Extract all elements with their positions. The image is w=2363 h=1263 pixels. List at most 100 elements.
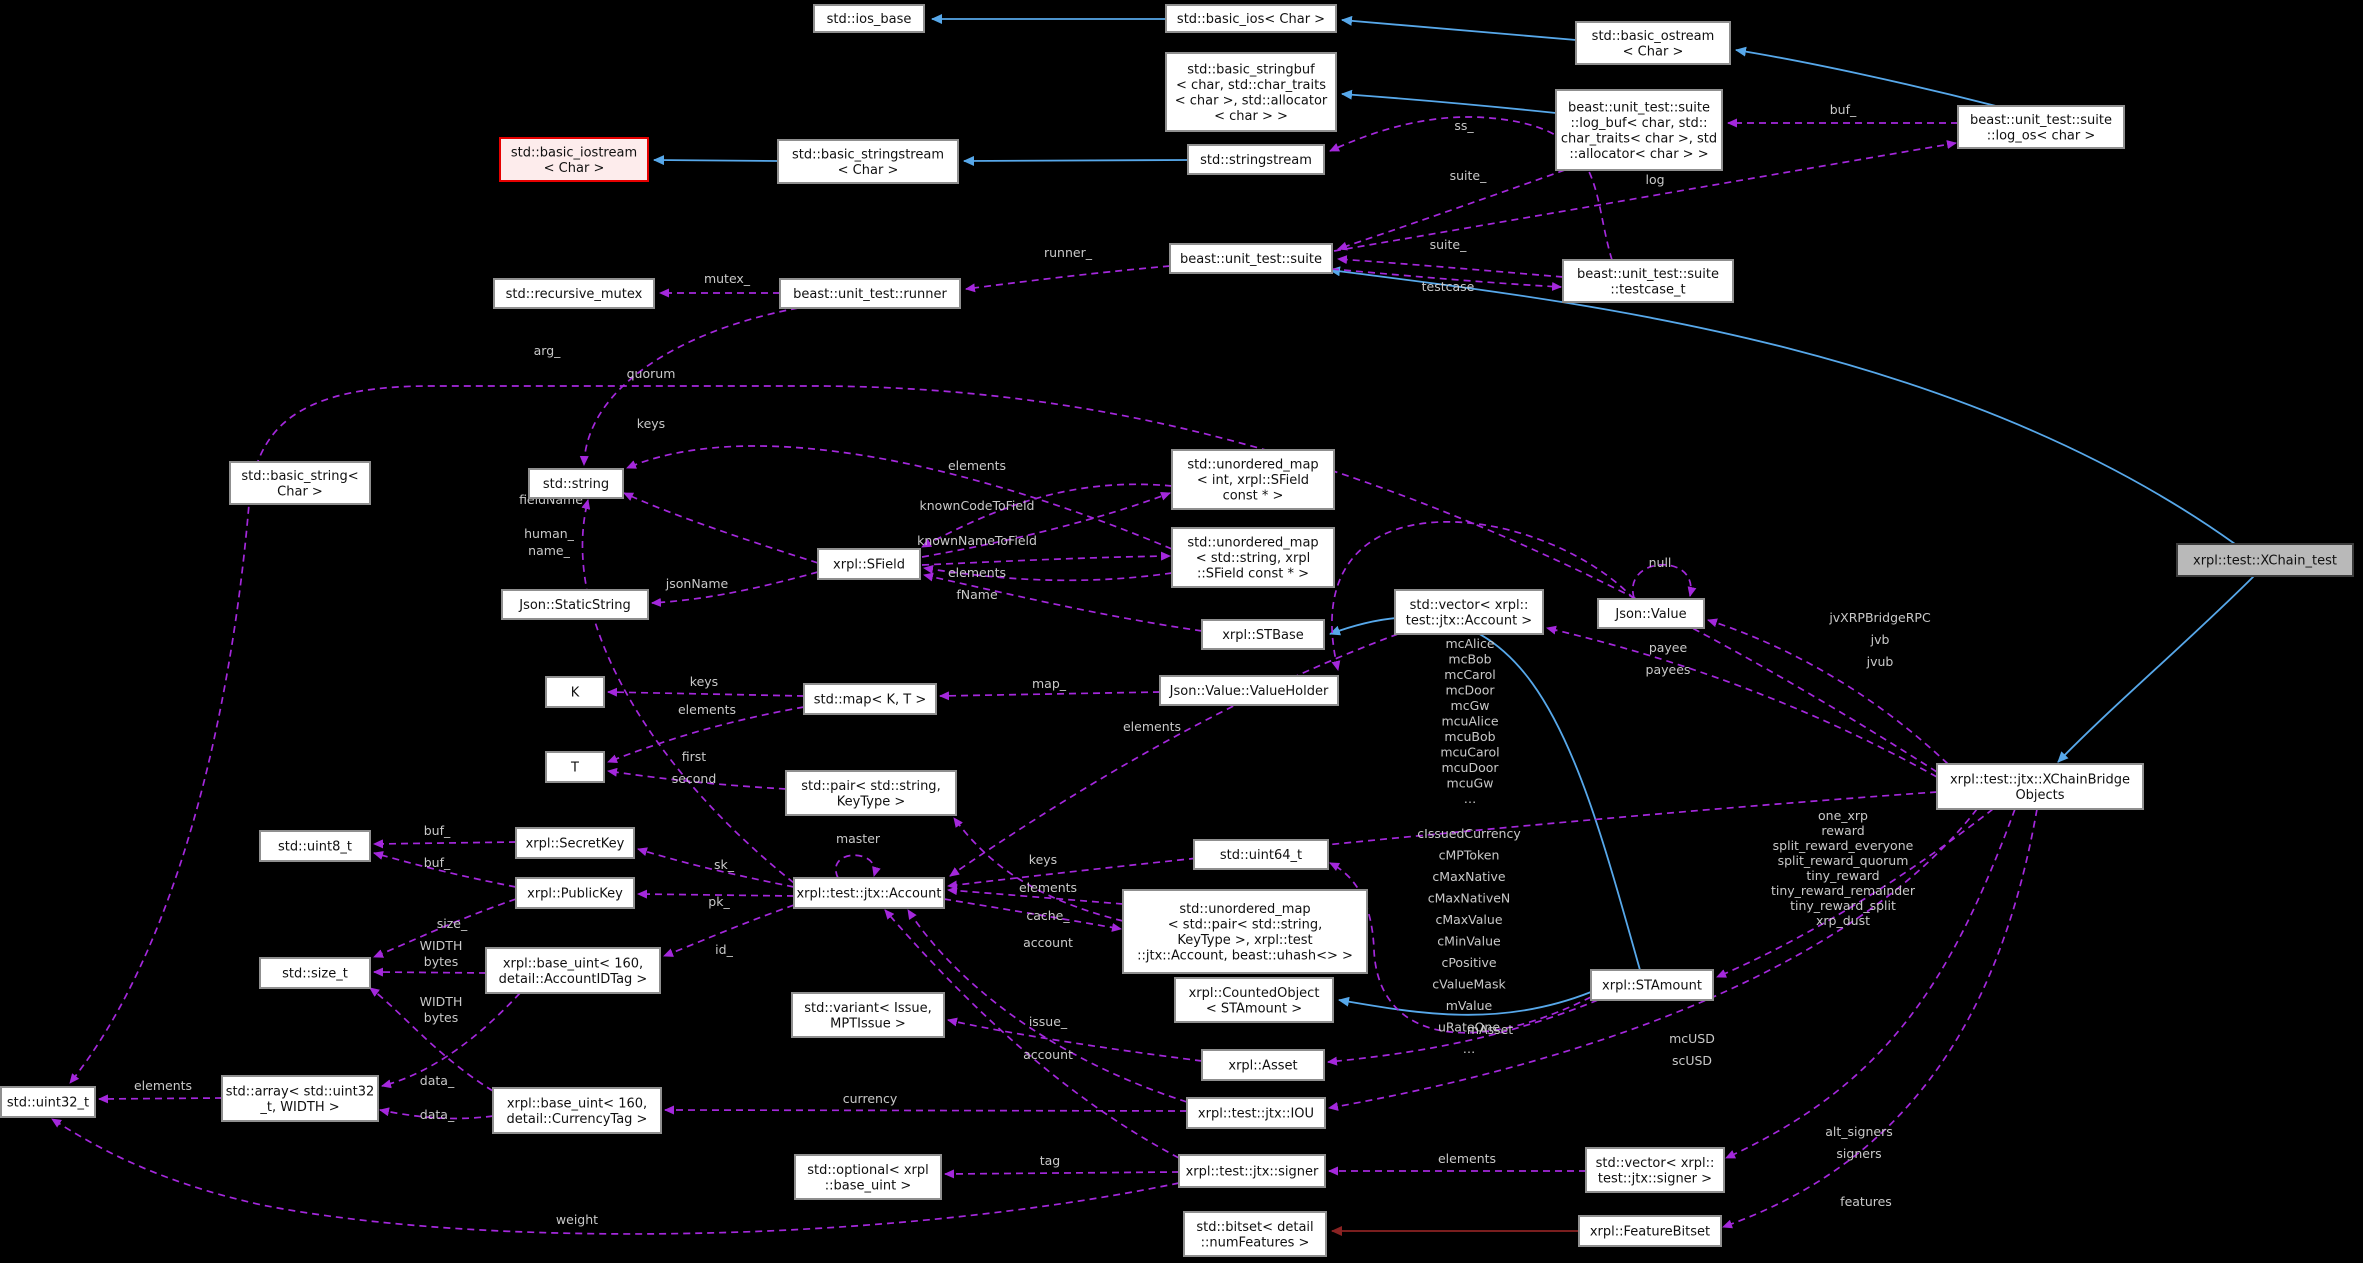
node-box-feature-bitset[interactable] [1578,1215,1722,1247]
node-box-pair-str-keytype[interactable] [785,770,957,816]
node-bu-currency[interactable]: xrpl::base_uint< 160,detail::CurrencyTag… [492,1087,662,1134]
node-box-uint32-t[interactable] [0,1086,96,1118]
node-box-map-kt[interactable] [803,683,937,715]
node-vector-account[interactable]: std::vector< xrpl::test::jtx::Account > [1394,589,1544,635]
node-ios-base[interactable]: std::ios_base [813,4,925,33]
node-box-xchain-bridge-objects[interactable] [1936,763,2144,810]
node-value-holder[interactable]: Json::Value::ValueHolder [1159,675,1339,706]
node-box-asset[interactable] [1201,1049,1325,1081]
node-box-variant-issue[interactable] [791,992,945,1038]
node-box-bitset[interactable] [1183,1211,1327,1257]
node-box-bu-accountid[interactable] [485,947,661,994]
node-box-size-t[interactable] [259,957,371,989]
node-box-log-os[interactable] [1957,105,2125,149]
node-signer[interactable]: xrpl::test::jtx::signer [1178,1154,1326,1188]
node-vector-signer[interactable]: std::vector< xrpl::test::jtx::signer > [1585,1147,1725,1193]
node-box-basic-ostream[interactable] [1575,21,1731,65]
node-box-basic-ios[interactable] [1165,4,1337,33]
node-basic-ostream[interactable]: std::basic_ostream< Char > [1575,21,1731,65]
node-box-signer[interactable] [1178,1154,1326,1188]
node-box-counted-object[interactable] [1174,977,1334,1023]
node-asset[interactable]: xrpl::Asset [1201,1049,1325,1081]
node-box-um-pair-account[interactable] [1122,889,1368,974]
node-box-recursive-mutex[interactable] [493,278,655,309]
node-json-value[interactable]: Json::Value [1597,598,1705,629]
node-pair-str-keytype[interactable]: std::pair< std::string,KeyType > [785,770,957,816]
node-box-xchain-test[interactable] [2176,543,2354,577]
node-box-basic-string[interactable] [229,461,371,505]
node-size-t[interactable]: std::size_t [259,957,371,989]
node-k[interactable]: K [545,676,605,708]
node-recursive-mutex[interactable]: std::recursive_mutex [493,278,655,309]
node-box-json-value[interactable] [1597,598,1705,629]
node-basic-ios[interactable]: std::basic_ios< Char > [1165,4,1337,33]
node-xchain-test[interactable]: xrpl::test::XChain_test [2176,543,2354,577]
node-box-basic-stringbuf[interactable] [1165,52,1337,132]
node-box-static-string[interactable] [501,589,649,620]
node-box-t[interactable] [545,751,605,783]
node-box-array-uint32[interactable] [221,1075,379,1122]
node-box-testcase-t[interactable] [1562,259,1734,303]
node-box-optional-bu[interactable] [794,1154,942,1200]
node-box-uint64-t[interactable] [1193,839,1329,870]
node-public-key[interactable]: xrpl::PublicKey [515,877,635,909]
node-box-basic-iostream[interactable] [499,137,649,182]
node-basic-string[interactable]: std::basic_string<Char > [229,461,371,505]
node-uint8-t[interactable]: std::uint8_t [259,830,371,862]
node-stbase[interactable]: xrpl::STBase [1201,619,1325,650]
node-variant-issue[interactable]: std::variant< Issue,MPTIssue > [791,992,945,1038]
node-bu-accountid[interactable]: xrpl::base_uint< 160,detail::AccountIDTa… [485,947,661,994]
node-box-vector-account[interactable] [1394,589,1544,635]
node-box-log-buf[interactable] [1555,89,1723,171]
node-iou[interactable]: xrpl::test::jtx::IOU [1186,1097,1326,1129]
node-stringstream[interactable]: std::stringstream [1187,144,1325,175]
node-uint32-t[interactable]: std::uint32_t [0,1086,96,1118]
node-um-pair-account[interactable]: std::unordered_map< std::pair< std::stri… [1122,889,1368,974]
node-box-account[interactable] [793,877,945,909]
node-box-ios-base[interactable] [813,4,925,33]
node-um-str-sfield[interactable]: std::unordered_map< std::string, xrpl::S… [1171,527,1335,588]
node-box-stamount[interactable] [1590,969,1714,1001]
node-t[interactable]: T [545,751,605,783]
node-uint64-t[interactable]: std::uint64_t [1193,839,1329,870]
node-stamount[interactable]: xrpl::STAmount [1590,969,1714,1001]
node-testcase-t[interactable]: beast::unit_test::suite::testcase_t [1562,259,1734,303]
node-map-kt[interactable]: std::map< K, T > [803,683,937,715]
node-optional-bu[interactable]: std::optional< xrpl::base_uint > [794,1154,942,1200]
node-account[interactable]: xrpl::test::jtx::Account [793,877,945,909]
node-box-stringstream[interactable] [1187,144,1325,175]
node-box-sfield[interactable] [817,548,921,580]
node-counted-object[interactable]: xrpl::CountedObject< STAmount > [1174,977,1334,1023]
node-box-suite[interactable] [1169,243,1333,274]
node-log-buf[interactable]: beast::unit_test::suite::log_buf< char, … [1555,89,1723,171]
node-box-stbase[interactable] [1201,619,1325,650]
node-sfield[interactable]: xrpl::SField [817,548,921,580]
node-box-value-holder[interactable] [1159,675,1339,706]
node-box-string[interactable] [528,468,624,499]
node-runner[interactable]: beast::unit_test::runner [779,278,961,309]
node-string[interactable]: std::string [528,468,624,499]
node-feature-bitset[interactable]: xrpl::FeatureBitset [1578,1215,1722,1247]
node-basic-stringstream[interactable]: std::basic_stringstream< Char > [777,139,959,184]
node-box-bu-currency[interactable] [492,1087,662,1134]
node-box-iou[interactable] [1186,1097,1326,1129]
node-box-uint8-t[interactable] [259,830,371,862]
node-static-string[interactable]: Json::StaticString [501,589,649,620]
node-basic-iostream[interactable]: std::basic_iostream< Char > [499,137,649,182]
node-bitset[interactable]: std::bitset< detail::numFeatures > [1183,1211,1327,1257]
node-box-basic-stringstream[interactable] [777,139,959,184]
node-box-secret-key[interactable] [515,827,635,859]
node-box-runner[interactable] [779,278,961,309]
node-basic-stringbuf[interactable]: std::basic_stringbuf< char, std::char_tr… [1165,52,1337,132]
node-secret-key[interactable]: xrpl::SecretKey [515,827,635,859]
node-log-os[interactable]: beast::unit_test::suite::log_os< char > [1957,105,2125,149]
node-suite[interactable]: beast::unit_test::suite [1169,243,1333,274]
node-box-um-int-sfield[interactable] [1171,449,1335,510]
node-box-vector-signer[interactable] [1585,1147,1725,1193]
node-box-public-key[interactable] [515,877,635,909]
node-box-k[interactable] [545,676,605,708]
node-array-uint32[interactable]: std::array< std::uint32_t, WIDTH > [221,1075,379,1122]
node-box-um-str-sfield[interactable] [1171,527,1335,588]
